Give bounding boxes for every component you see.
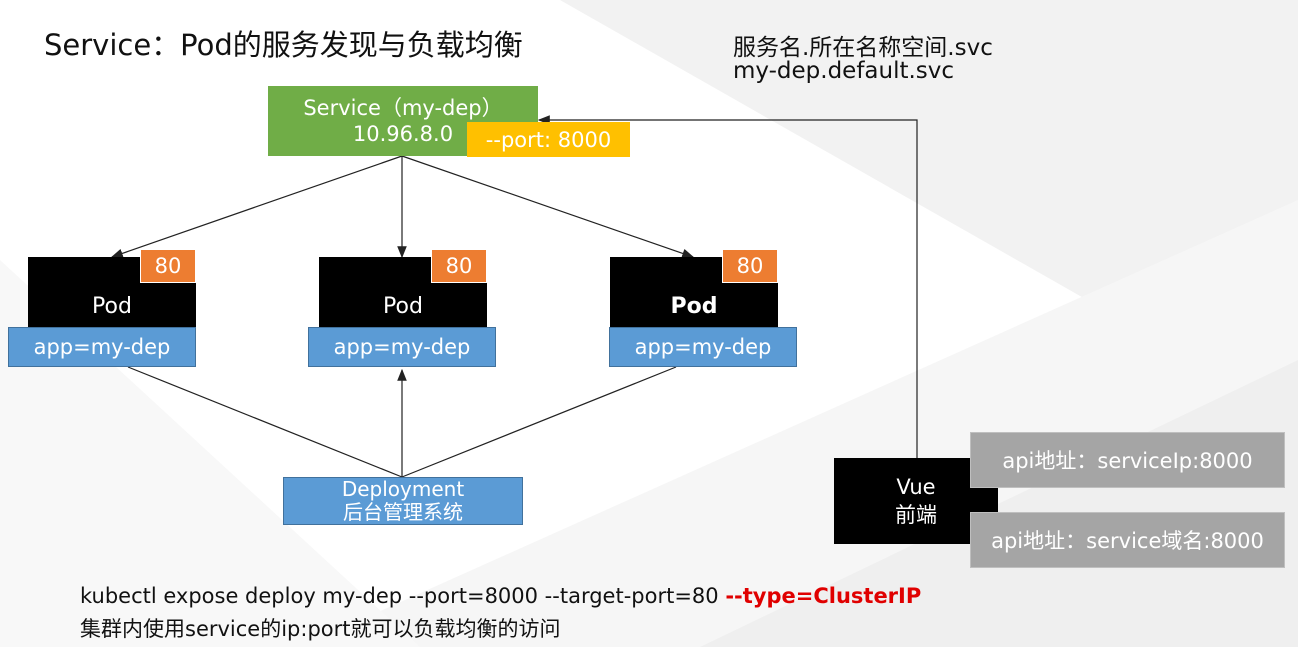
pod-selector-label: app=my-dep bbox=[609, 327, 797, 367]
deployment-title: Deployment bbox=[341, 477, 465, 501]
command-type-flag: --type=ClusterIP bbox=[725, 584, 922, 608]
api-address-domain: api地址：service域名:8000 bbox=[970, 512, 1285, 568]
pod-selector-label: app=my-dep bbox=[8, 327, 196, 367]
pod-label: Pod bbox=[92, 293, 132, 319]
vue-title: Vue bbox=[896, 474, 936, 499]
edge-vue-service bbox=[537, 115, 918, 458]
edge-deploy-pod3 bbox=[401, 366, 677, 478]
pod-port-badge: 80 bbox=[431, 249, 487, 283]
deployment-subtitle: 后台管理系统 bbox=[343, 500, 463, 524]
pod-label: Pod bbox=[670, 293, 718, 319]
service-name: Service（my-dep） bbox=[303, 95, 503, 120]
edge-deploy-pod1 bbox=[127, 366, 403, 478]
dns-format-note: 服务名.所在名称空间.svc bbox=[733, 35, 993, 61]
service-node: Service（my-dep） 10.96.8.0 bbox=[268, 86, 538, 156]
edge-service-pod3 bbox=[401, 155, 695, 258]
service-port-badge: --port: 8000 bbox=[467, 122, 630, 157]
page-title: Service：Pod的服务发现与负载均衡 bbox=[44, 28, 523, 62]
api-address-ip: api地址：serviceIp:8000 bbox=[970, 432, 1285, 488]
pod-selector-label: app=my-dep bbox=[308, 327, 496, 367]
pod-label: Pod bbox=[383, 293, 423, 319]
pod-port-badge: 80 bbox=[722, 249, 778, 283]
pod-port-badge: 80 bbox=[140, 249, 196, 283]
edge-service-pod1 bbox=[110, 155, 403, 258]
deployment-node: Deployment 后台管理系统 bbox=[283, 477, 523, 525]
caption: 集群内使用service的ip:port就可以负载均衡的访问 bbox=[80, 617, 561, 641]
command-text: kubectl expose deploy my-dep --port=8000… bbox=[80, 584, 726, 608]
expose-command: kubectl expose deploy my-dep --port=8000… bbox=[80, 584, 921, 608]
vue-subtitle: 前端 bbox=[895, 503, 937, 527]
dns-example-note: my-dep.default.svc bbox=[733, 58, 955, 84]
service-ip: 10.96.8.0 bbox=[352, 122, 454, 146]
